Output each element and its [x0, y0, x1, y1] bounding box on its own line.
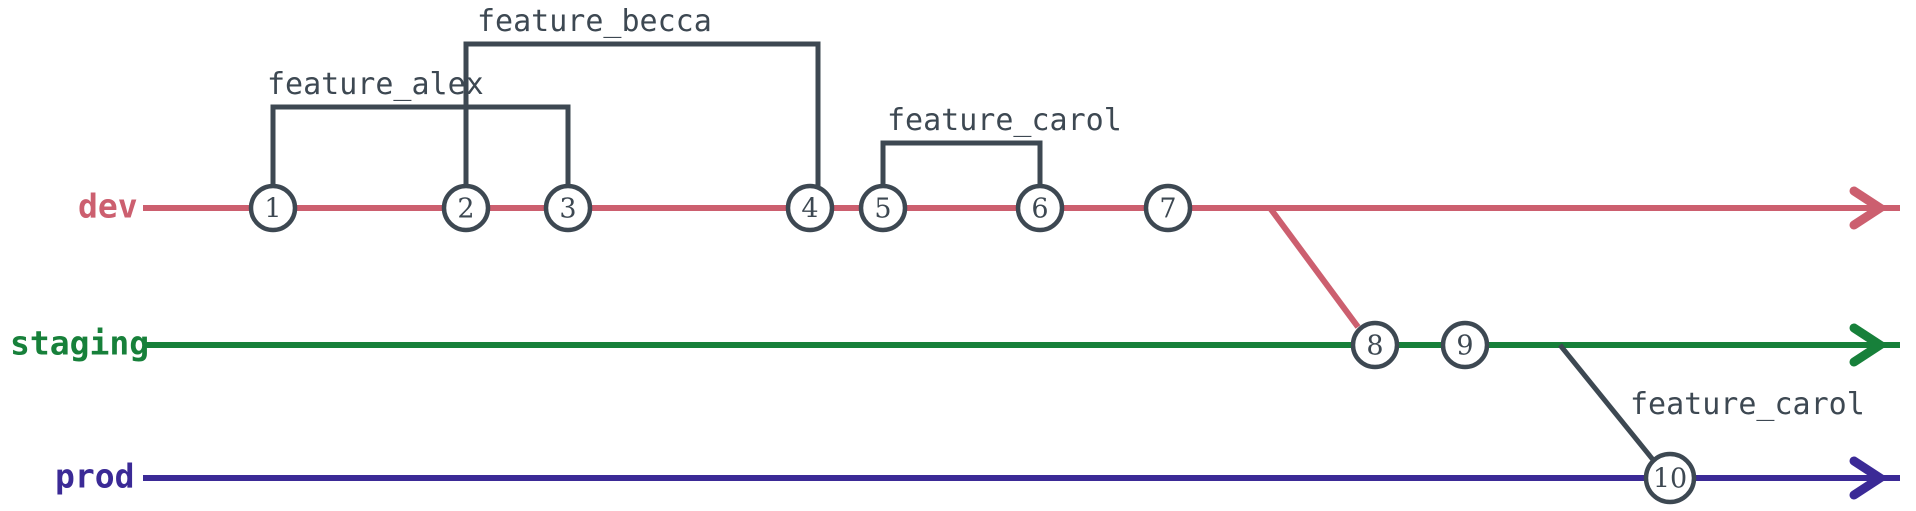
commit-label-7: 7 [1159, 194, 1176, 225]
commit-node-6[interactable]: 6 [1015, 183, 1065, 233]
commit-circle-3 [543, 183, 593, 233]
staging-arrowhead [1849, 323, 1889, 367]
branch-label-dev: dev [78, 187, 138, 226]
commit-circle-6 [1015, 183, 1065, 233]
commit-circle-10 [1643, 451, 1697, 505]
feature-brackets-group [270, 41, 1043, 190]
feature-label-feature_alex: feature_alex [267, 67, 484, 102]
dev-to-staging-merge [1267, 206, 1361, 329]
commit-node-10[interactable]: 10 [1643, 451, 1697, 505]
commit-node-7[interactable]: 7 [1143, 183, 1193, 233]
commit-node-3[interactable]: 3 [543, 183, 593, 233]
feature-bracket-feature_carol [880, 140, 1043, 190]
feature-bracket-feature_alex [270, 104, 571, 190]
commit-circle-8 [1350, 320, 1400, 370]
feature-labels-group: feature_alexfeature_beccafeature_carolfe… [267, 4, 1865, 422]
commit-label-4: 4 [801, 194, 818, 225]
commit-label-6: 6 [1031, 194, 1048, 225]
commit-circle-7 [1143, 183, 1193, 233]
commit-node-9[interactable]: 9 [1440, 320, 1490, 370]
commit-label-3: 3 [559, 194, 576, 225]
arrowheads-group [1849, 186, 1889, 500]
branch-off-label-staging-to-prod-branch: feature_carol [1630, 387, 1865, 422]
commit-label-2: 2 [457, 194, 474, 225]
commit-circle-4 [785, 183, 835, 233]
commit-nodes-group: 1 2 3 4 5 6 7 8 9 10 [248, 183, 1697, 505]
commit-node-2[interactable]: 2 [441, 183, 491, 233]
branch-label-prod: prod [55, 457, 134, 496]
branch-labels-group: dev staging prod [10, 187, 149, 496]
commit-label-1: 1 [264, 194, 281, 225]
commit-node-4[interactable]: 4 [785, 183, 835, 233]
dev-arrowhead [1849, 186, 1889, 230]
commit-node-5[interactable]: 5 [858, 183, 908, 233]
feature-label-feature_carol: feature_carol [887, 103, 1122, 138]
commit-label-8: 8 [1366, 331, 1383, 362]
merge-lines-group [1267, 206, 1361, 329]
staging-to-prod-branch [1558, 343, 1656, 463]
commit-circle-5 [858, 183, 908, 233]
commit-node-8[interactable]: 8 [1350, 320, 1400, 370]
branch-off-lines-group [1558, 343, 1656, 463]
commit-circle-2 [441, 183, 491, 233]
commit-label-5: 5 [874, 194, 891, 225]
commit-circle-9 [1440, 320, 1490, 370]
feature-bracket-feature_becca [463, 41, 821, 190]
commit-label-10: 10 [1653, 464, 1687, 495]
branch-label-staging: staging [10, 324, 149, 363]
prod-arrowhead [1849, 456, 1889, 500]
commit-node-1[interactable]: 1 [248, 183, 298, 233]
commit-circle-1 [248, 183, 298, 233]
commit-label-9: 9 [1456, 331, 1473, 362]
feature-label-feature_becca: feature_becca [477, 4, 712, 39]
